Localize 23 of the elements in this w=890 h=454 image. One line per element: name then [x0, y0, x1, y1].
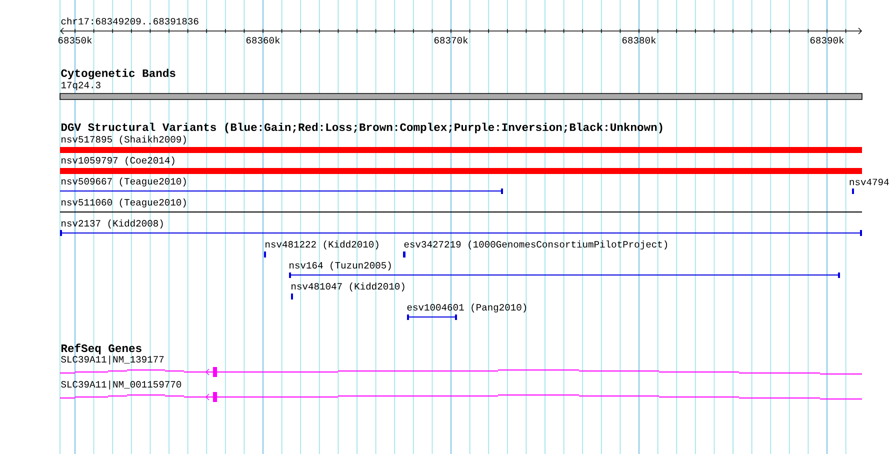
variant-label: nsv517895 (Shaikh2009) [62, 136, 186, 144]
variant-label: nsv4794 [850, 178, 889, 186]
variant-label: nsv1059797 (Coe2014) [62, 156, 174, 166]
variant-label: nsv164 (Tuzun2005) [290, 262, 391, 270]
gene-label: SLC39A11|NM_001159770 [61, 380, 182, 390]
variant-label: nsv481047 (Kidd2010) [292, 282, 404, 292]
tick-label: 68390k [810, 36, 844, 44]
track-title: RefSeq Genes [61, 344, 142, 354]
coordinate-label: chr17:68349209..68391836 [61, 17, 198, 25]
variant-label: esv1004601 (Pang2010) [407, 304, 526, 312]
tick-label: 68360k [246, 36, 280, 44]
variant-label: nsv2137 (Kidd2008) [62, 220, 163, 228]
variant-label: nsv481222 (Kidd2010) [266, 240, 378, 250]
variant-label: nsv511060 (Teague2010) [62, 198, 186, 208]
tick-label: 68350k [58, 36, 92, 44]
tick-label: 68370k [434, 36, 468, 44]
tick-label: 68380k [622, 36, 656, 44]
variant-label: esv3427219 (1000GenomesConsortiumPilotProject) [404, 240, 668, 250]
variant-label: nsv509667 (Teague2010) [62, 178, 186, 186]
track-title: Cytogenetic Bands [61, 68, 176, 80]
track-title: DGV Structural Variants (Blue:Gain;Red:Loss;Brown:Complex;Purple:Inversion;Black:Unknown) [61, 122, 662, 134]
band-label: 17q24.3 [61, 82, 100, 90]
gene-label: SLC39A11|NM_139177 [61, 356, 164, 364]
